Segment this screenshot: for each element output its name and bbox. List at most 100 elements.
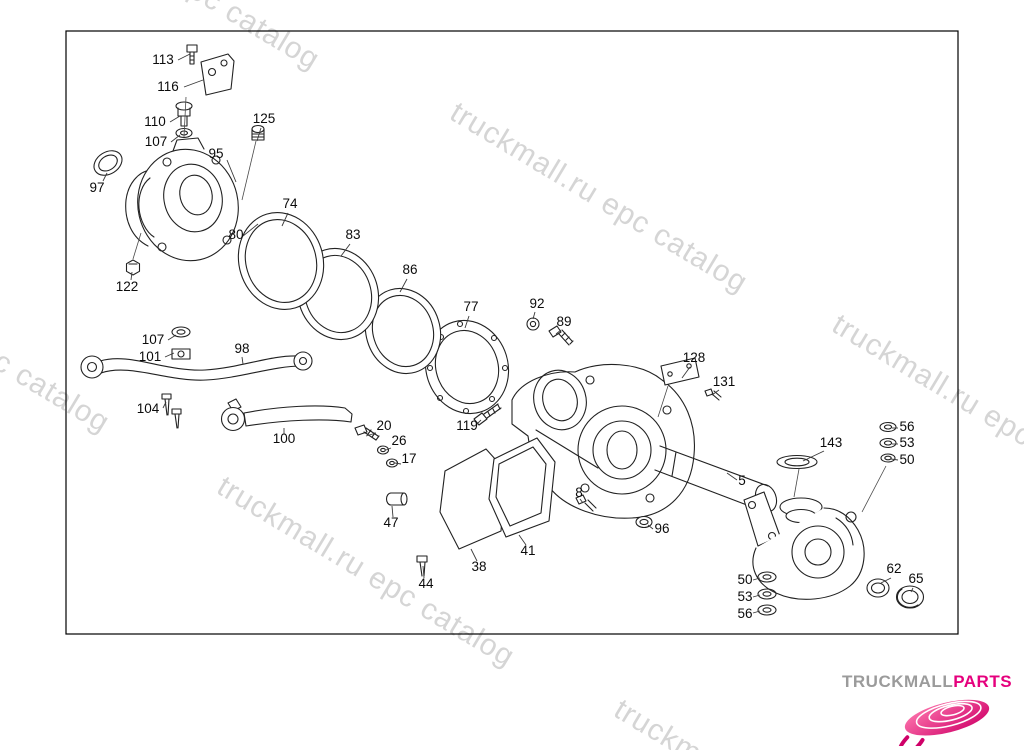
watermark-text: truckmall.ru epc catalog (826, 308, 1024, 512)
leader-line (726, 472, 738, 481)
leader-line (579, 498, 584, 504)
leader-line (170, 134, 181, 143)
bolt-20 (354, 424, 380, 441)
washer-26 (376, 445, 390, 455)
nut-122 (125, 259, 141, 276)
logo-text: TRUCKMALLPARTS (842, 672, 1012, 692)
part-number-label: 53 (737, 589, 752, 604)
stud-8 (575, 494, 597, 512)
part-number-label: 86 (402, 262, 417, 277)
part-number-label: 95 (208, 146, 223, 161)
part-number-label: 107 (142, 332, 165, 347)
leader-line (242, 223, 259, 237)
part-number-label: 98 (234, 341, 249, 356)
leader-line (681, 366, 691, 379)
leader-line (422, 565, 425, 579)
leader-line (164, 352, 175, 358)
bolt-119 (473, 403, 502, 426)
part-number-label: 131 (713, 374, 736, 389)
part-number-label: 44 (418, 576, 434, 591)
cover-41 (488, 437, 556, 538)
part-number-label: 97 (89, 180, 104, 195)
right-steering-knuckle (743, 491, 865, 600)
plug-47 (385, 492, 408, 506)
washer-stack-bottom (757, 571, 777, 616)
leader-line (340, 243, 351, 257)
part-number-label: 113 (152, 52, 174, 67)
part-number-label: 50 (899, 452, 914, 467)
leader-line (281, 212, 289, 227)
part-number-label: 89 (556, 314, 571, 329)
watermark-text: truckmall.ru epc catalog (0, 236, 116, 440)
ring-86 (364, 287, 442, 375)
leader-line-layer (102, 53, 914, 614)
part-number-label: 41 (520, 543, 535, 558)
gasket-77 (424, 319, 510, 415)
part-number-label: 56 (899, 419, 914, 434)
left-knuckle-housing (125, 137, 239, 262)
part-number-label: 62 (886, 561, 901, 576)
leader-line (464, 315, 470, 329)
leader-line (169, 115, 181, 123)
part-number-label: 83 (345, 227, 360, 242)
part-number-label: 5 (738, 473, 746, 488)
bolt-89 (548, 325, 574, 346)
leader-line (532, 311, 536, 320)
part-number-label: 53 (899, 435, 914, 450)
breather-valve-110 (175, 101, 193, 127)
lock-plate-101 (171, 348, 191, 360)
construction-line (861, 465, 887, 513)
leader-line (385, 447, 392, 451)
leader-line (752, 577, 761, 581)
bolts-104 (161, 393, 182, 429)
leader-line (102, 172, 108, 182)
truckmall-logo: TRUCKMALLPARTS (842, 672, 1012, 746)
part-number-label: 107 (145, 134, 168, 149)
leader-line (365, 432, 377, 437)
leader-line (752, 610, 761, 614)
part-number-label: 96 (654, 521, 669, 536)
leader-line (752, 594, 761, 598)
part-number-label: 74 (282, 196, 298, 211)
part-number-label: 116 (157, 79, 179, 94)
leader-line (167, 334, 177, 341)
part-number-label: 125 (253, 111, 276, 126)
leader-line (470, 548, 478, 562)
bracket-116 (200, 53, 235, 96)
leader-line (399, 278, 408, 293)
leader-line (394, 462, 402, 465)
part-number-label: 80 (228, 227, 243, 242)
part-number-label: 92 (529, 296, 544, 311)
leader-line (162, 401, 167, 409)
leader-line (910, 587, 914, 593)
part-number-label: 104 (137, 401, 160, 416)
leader-line (475, 419, 482, 426)
leader-line (802, 450, 825, 462)
axle-center-housing (511, 363, 696, 519)
part-number-label: 128 (683, 350, 706, 365)
diagram-border (65, 30, 959, 635)
exploded-view-drawing (80, 44, 925, 616)
part-number-label: 122 (116, 279, 139, 294)
leader-line (890, 458, 899, 461)
leader-line (130, 271, 133, 281)
washer-stack-top-right (879, 421, 897, 463)
construction-line (132, 232, 142, 260)
part-number-label: 110 (144, 114, 166, 129)
part-number-label: 38 (471, 559, 486, 574)
leader-line (711, 389, 720, 396)
leader-line (183, 79, 204, 88)
part-number-label: 143 (820, 435, 843, 450)
ring-74-80 (237, 212, 325, 310)
steering-arm-98 (80, 351, 313, 381)
construction-line (183, 96, 187, 138)
watermark-text: truckmall.ru epc catalog (444, 96, 753, 300)
leader-line (647, 524, 654, 530)
seal-62 (866, 578, 890, 598)
plug-96 (635, 515, 653, 529)
seal-65 (895, 585, 925, 609)
part-number-label: 26 (391, 433, 406, 448)
